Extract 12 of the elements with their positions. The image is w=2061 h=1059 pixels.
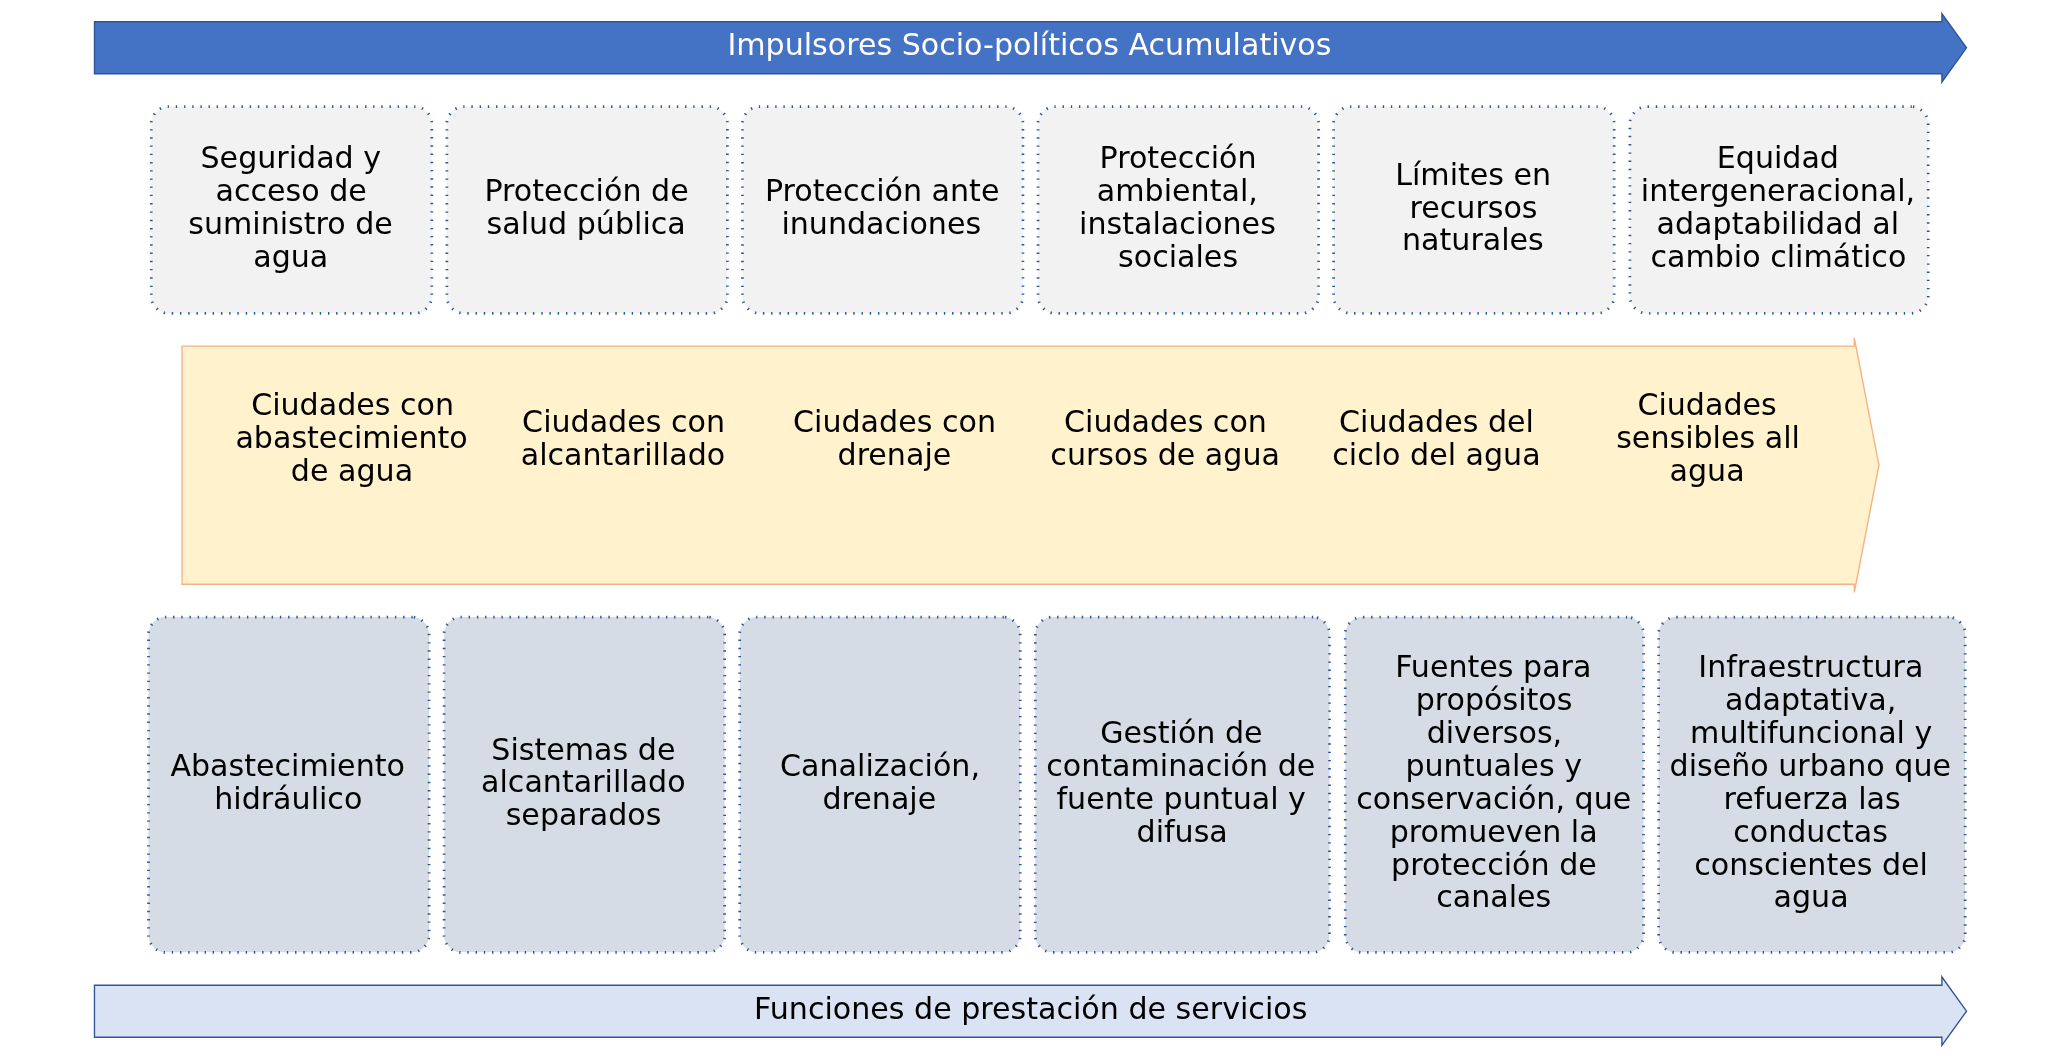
node-box: Infraestructura adaptativa, multifuncional y diseño urbano que refuerza las conductas conscientes del agua [1657,615,1967,954]
node-box: Sistemas de alcantarillado separados [442,615,726,954]
node-box: Gestión de contaminación de fuente puntual y difusa [1033,615,1331,954]
node-box: Canalización, drenaje [738,615,1022,954]
node-box: Abastecimiento hidráulico [147,615,431,954]
node-box: Protección de salud pública [445,105,729,315]
node-box: Equidad intergeneracional, adaptabilidad al cambio climático [1628,105,1930,315]
node-box: Límites en recursos naturales [1332,105,1616,315]
node-box: Protección ambiental, instalaciones sociales [1036,105,1320,315]
node-box: Seguridad y acceso de suministro de agua [149,105,434,315]
node-box: Fuentes para propósitos diversos, puntuales y conservación, que promueven la protección de canales [1343,615,1645,954]
node-box: Protección ante inundaciones [741,105,1025,315]
